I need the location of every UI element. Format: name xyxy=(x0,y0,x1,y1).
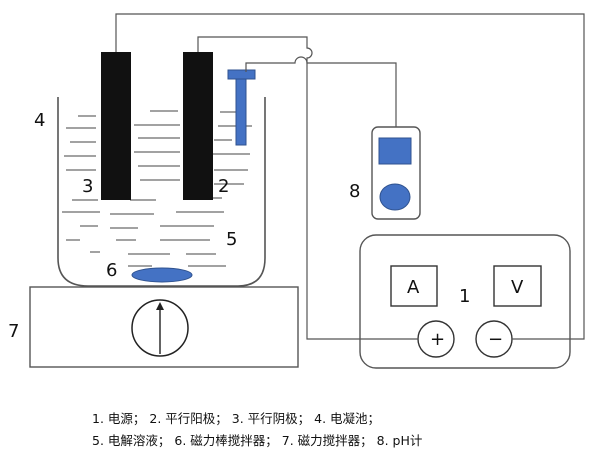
label-electrolyte: 5 xyxy=(226,229,237,250)
voltmeter-label: V xyxy=(511,277,524,298)
ph-meter-display xyxy=(378,137,412,165)
voltmeter-display xyxy=(493,265,542,307)
legend-line-2: 5. 电解溶液； 6. 磁力棒搅拌器； 7. 磁力搅拌器； 8. pH计 xyxy=(92,433,423,448)
stirrer-dial-arrow-icon xyxy=(156,302,164,310)
electrolyte-solution xyxy=(62,110,252,267)
anode-electrode xyxy=(183,52,213,200)
label-cell: 4 xyxy=(34,110,45,131)
ammeter-display xyxy=(390,265,438,307)
legend-line-1: 1. 电源； 2. 平行阳极； 3. 平行阴极； 4. 电凝池； xyxy=(92,411,381,426)
label-stir-bar: 6 xyxy=(106,260,117,281)
electrocoagulation-cell xyxy=(57,97,266,287)
plus-sign: + xyxy=(430,329,445,350)
cathode-electrode xyxy=(101,52,131,200)
ph-meter-button xyxy=(379,183,411,211)
ph-probe xyxy=(227,69,256,146)
minus-sign: − xyxy=(488,329,503,350)
label-anode: 2 xyxy=(218,176,229,197)
label-power-supply: 1 xyxy=(459,286,470,307)
ammeter-label: A xyxy=(407,277,420,298)
label-stirrer: 7 xyxy=(8,321,19,342)
wiring xyxy=(115,13,585,340)
magnetic-stir-bar xyxy=(131,267,193,283)
label-cathode: 3 xyxy=(82,176,93,197)
label-ph-meter: 8 xyxy=(349,181,360,202)
